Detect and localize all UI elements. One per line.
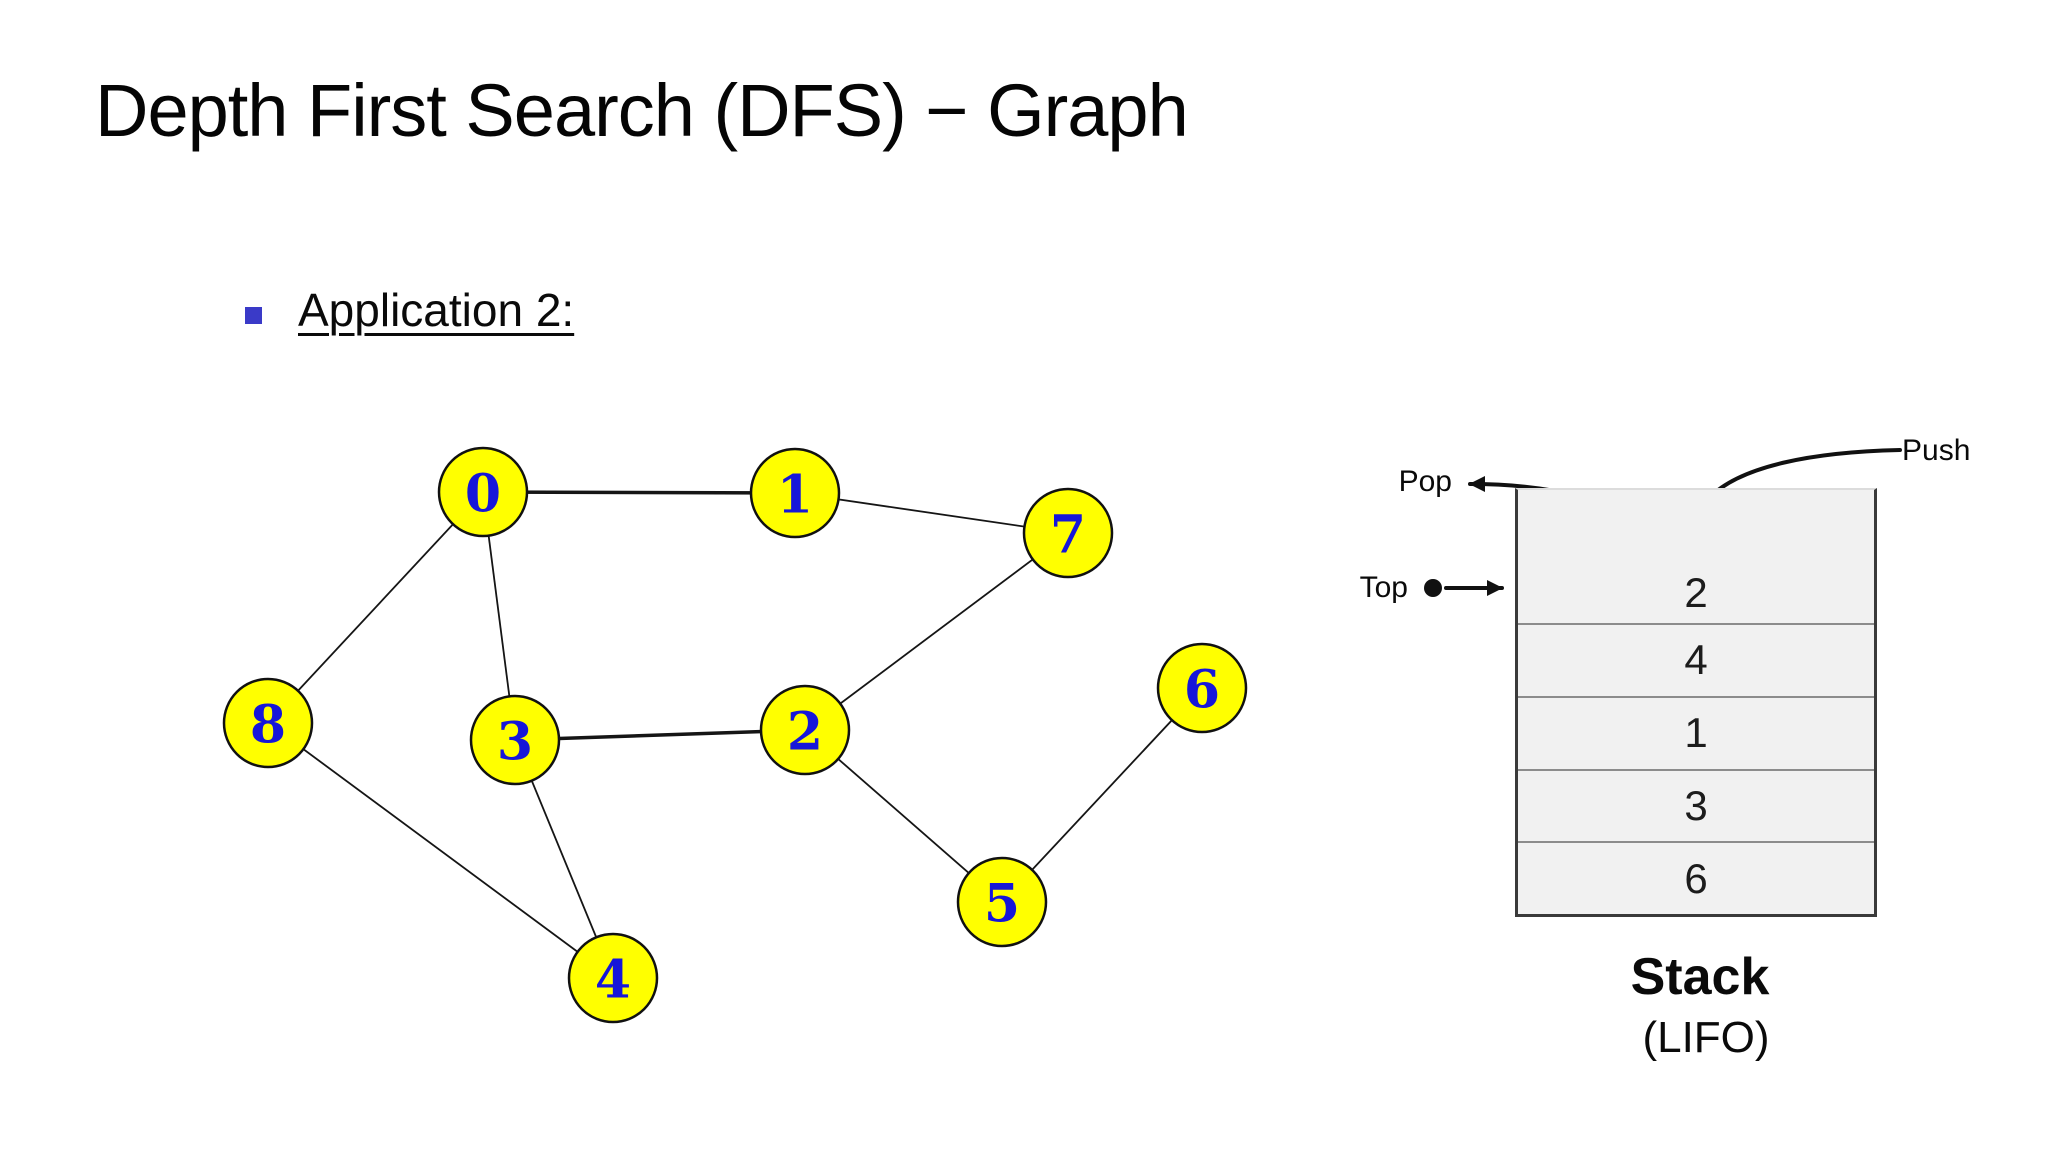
graph-node-0 xyxy=(437,446,529,538)
slide-title: Depth First Search (DFS) − Graph xyxy=(95,69,1189,152)
stack: 2 4 1 3 6 xyxy=(1515,488,1877,917)
stack-row-4: 6 xyxy=(1518,841,1874,914)
stack-title: Stack xyxy=(1630,948,1770,1006)
graph-node-label-3: 3 xyxy=(497,712,533,773)
graph-node-label-8: 8 xyxy=(250,695,286,756)
top-label: Top xyxy=(1359,571,1408,604)
stack-subtitle: (LIFO) xyxy=(1642,1013,1770,1062)
stack-value: 2 xyxy=(1684,569,1708,616)
bullet-label: Application 2: xyxy=(298,284,575,336)
stack-value: 3 xyxy=(1684,781,1708,829)
top-dot-icon xyxy=(1424,579,1442,597)
graph-node-label-7: 7 xyxy=(1050,505,1086,566)
graph-node-label-5: 5 xyxy=(984,874,1020,935)
graph-node-label-6: 6 xyxy=(1184,660,1220,721)
graph-node-8 xyxy=(222,677,314,769)
graph-node-3 xyxy=(469,694,561,786)
graph-node-1 xyxy=(749,447,841,539)
graph-edge-1-7 xyxy=(794,492,1069,534)
bullet-square-icon xyxy=(245,307,262,324)
graph-edge-0-8 xyxy=(267,491,484,724)
graph-edge-8-4 xyxy=(267,722,614,979)
graph-node-label-2: 2 xyxy=(787,702,823,763)
stack-value: 6 xyxy=(1684,854,1708,902)
graph-node-6 xyxy=(1156,642,1248,734)
graph-node-label-1: 1 xyxy=(777,465,813,526)
stack-row-0: 2 xyxy=(1518,490,1874,623)
stack-row-3: 3 xyxy=(1518,768,1874,842)
graph-node-4 xyxy=(567,932,659,1024)
graph-nodes: 0 1 7 8 3 2 6 5 4 xyxy=(222,446,1248,1024)
graph-node-7 xyxy=(1022,487,1114,579)
stack-row-2: 1 xyxy=(1518,695,1874,769)
stack-row-1: 4 xyxy=(1518,623,1874,696)
graph-edge-0-1 xyxy=(482,490,796,495)
stack-value: 4 xyxy=(1684,636,1708,684)
graph-edge-7-2 xyxy=(804,532,1069,731)
stack-value: 1 xyxy=(1684,709,1708,757)
graph-edge-3-2 xyxy=(514,728,806,742)
graph-node-5 xyxy=(956,856,1048,948)
graph-node-label-4: 4 xyxy=(595,950,631,1011)
graph-edge-5-6 xyxy=(1001,687,1203,903)
graph-node-2 xyxy=(759,684,851,776)
graph-node-label-0: 0 xyxy=(465,464,501,525)
push-label: Push xyxy=(1902,434,1971,467)
pop-label: Pop xyxy=(1398,465,1452,498)
